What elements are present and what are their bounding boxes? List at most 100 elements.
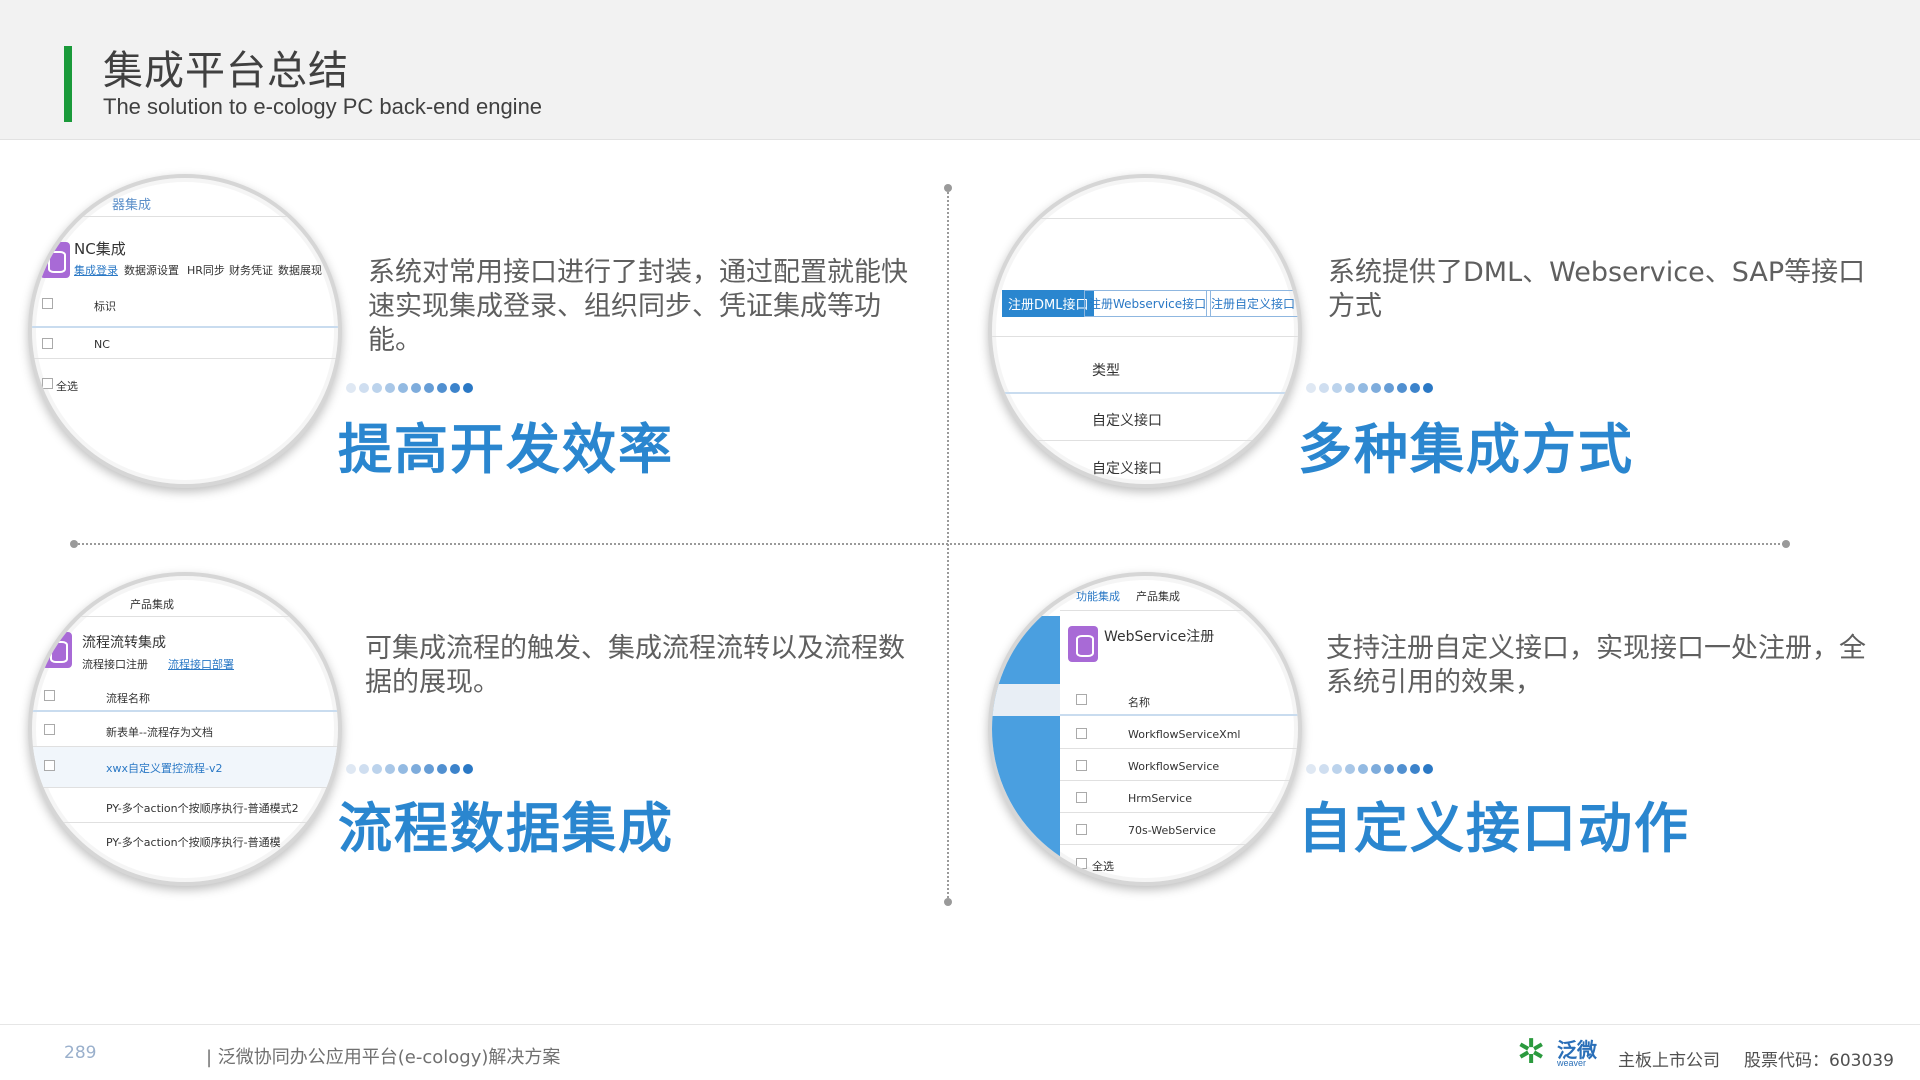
panel-title: WebService注册 bbox=[1104, 629, 1215, 645]
decorative-dot bbox=[346, 764, 356, 774]
header-accent-bar bbox=[64, 46, 72, 122]
table-row: PY-多个action个按顺序执行-普通模 bbox=[106, 836, 281, 849]
decorative-dot bbox=[1319, 383, 1329, 393]
row-checkbox[interactable] bbox=[42, 338, 53, 349]
slide-subtitle: The solution to e-cology PC back-end eng… bbox=[103, 94, 543, 119]
column-header: 类型 bbox=[1092, 363, 1120, 379]
logo-subtext: weaver bbox=[1557, 1058, 1587, 1068]
tab-deploy[interactable]: 流程接口部署 bbox=[168, 658, 234, 671]
feature-heading: 自定义接口动作 bbox=[1298, 797, 1690, 860]
screenshot-magnifier-workflow: 产品集成 流程流转集成 流程接口注册 流程接口部署 流程名称 新表单--流程存为… bbox=[28, 572, 342, 886]
decorative-dot bbox=[437, 764, 447, 774]
breadcrumb-function[interactable]: 功能集成 bbox=[1076, 590, 1120, 603]
row-checkbox[interactable] bbox=[44, 690, 55, 701]
decorative-dots bbox=[1306, 763, 1433, 775]
page-number: 289 bbox=[64, 1043, 97, 1063]
divider-end-dot bbox=[1782, 540, 1790, 548]
breadcrumb: 器集成 bbox=[112, 198, 152, 213]
register-dml-button[interactable]: 注册DML接口 bbox=[1002, 290, 1095, 317]
slide-header: 集成平台总结 The solution to e-cology PC back-… bbox=[0, 0, 1920, 140]
decorative-dot bbox=[424, 383, 434, 393]
company-label: 主板上市公司 bbox=[1618, 1051, 1720, 1071]
decorative-dot bbox=[450, 383, 460, 393]
screenshot-magnifier-webservice: 功能集成 产品集成 WebService注册 名称 WorkflowServic… bbox=[988, 572, 1302, 886]
table-row: 新表单--流程存为文档 bbox=[106, 726, 213, 739]
decorative-dot bbox=[1384, 383, 1394, 393]
decorative-dot bbox=[1332, 764, 1342, 774]
tab-hr-sync[interactable]: HR同步 bbox=[187, 264, 225, 277]
table-row: PY-多个action个按顺序执行-普通模式2 bbox=[106, 802, 299, 815]
select-all-checkbox[interactable] bbox=[42, 378, 53, 389]
decorative-dot bbox=[359, 764, 369, 774]
table-row: HrmService bbox=[1128, 792, 1192, 805]
decorative-dot bbox=[385, 764, 395, 774]
table-row: xwx自定义置控流程-v2 bbox=[106, 762, 223, 775]
logo-text: 泛微 bbox=[1557, 1038, 1597, 1062]
decorative-dot bbox=[1423, 764, 1433, 774]
row-checkbox[interactable] bbox=[1076, 728, 1087, 739]
row-checkbox[interactable] bbox=[44, 760, 55, 771]
register-webservice-button[interactable]: 注册Webservice接口 bbox=[1084, 290, 1212, 317]
decorative-dot bbox=[372, 764, 382, 774]
decorative-dot bbox=[398, 383, 408, 393]
decorative-dot bbox=[1423, 383, 1433, 393]
decorative-dot bbox=[1306, 383, 1316, 393]
decorative-dot bbox=[1410, 383, 1420, 393]
decorative-dot bbox=[1319, 764, 1329, 774]
decorative-dot bbox=[1345, 383, 1355, 393]
tab-data-display[interactable]: 数据展现 bbox=[278, 264, 322, 277]
database-icon bbox=[1068, 626, 1098, 662]
weaver-logo: ✲ 泛微 weaver bbox=[1517, 1032, 1599, 1072]
description: 系统对常用接口进行了封装，通过配置就能快速实现集成登录、组织同步、凭证集成等功能… bbox=[368, 257, 908, 356]
stock-code: 股票代码：603039 bbox=[1744, 1051, 1894, 1071]
select-all-label: 全选 bbox=[56, 380, 78, 393]
decorative-dot bbox=[359, 383, 369, 393]
decorative-dot bbox=[437, 383, 447, 393]
tab-register[interactable]: 流程接口注册 bbox=[82, 658, 148, 671]
column-header: 名称 bbox=[1128, 696, 1150, 709]
decorative-dot bbox=[1371, 764, 1381, 774]
logo-flower-icon: ✲ bbox=[1517, 1032, 1546, 1072]
table-row: 自定义接口 bbox=[1092, 461, 1162, 477]
tab-datasource[interactable]: 数据源设置 bbox=[124, 264, 179, 277]
row-checkbox[interactable] bbox=[44, 724, 55, 735]
select-all-checkbox[interactable] bbox=[1076, 858, 1087, 869]
decorative-dot bbox=[411, 764, 421, 774]
row-checkbox[interactable] bbox=[42, 298, 53, 309]
table-row: 70s-WebService bbox=[1128, 824, 1216, 837]
decorative-dot bbox=[1371, 383, 1381, 393]
tab-sso[interactable]: 集成登录 bbox=[74, 264, 118, 277]
divider-end-dot bbox=[944, 898, 952, 906]
database-icon bbox=[42, 632, 72, 668]
document-title: | 泛微协同办公应用平台(e-cology)解决方案 bbox=[206, 1047, 561, 1068]
description: 可集成流程的触发、集成流程流转以及流程数据的展现。 bbox=[365, 633, 905, 698]
decorative-dot bbox=[463, 764, 473, 774]
row-checkbox[interactable] bbox=[1076, 824, 1087, 835]
decorative-dot bbox=[1410, 764, 1420, 774]
decorative-dot bbox=[1358, 764, 1368, 774]
feature-heading: 流程数据集成 bbox=[338, 797, 674, 860]
screenshot-magnifier-interfaces: 注册DML接口 注册Webservice接口 注册自定义接口 类型 自定义接口 … bbox=[988, 174, 1302, 488]
description: 系统提供了DML、Webservice、SAP等接口方式 bbox=[1328, 257, 1866, 322]
decorative-dot bbox=[1397, 383, 1407, 393]
breadcrumb: 产品集成 bbox=[130, 598, 174, 611]
row-checkbox[interactable] bbox=[1076, 760, 1087, 771]
breadcrumb-product[interactable]: 产品集成 bbox=[1136, 590, 1180, 603]
decorative-dots bbox=[346, 763, 473, 775]
register-custom-button[interactable]: 注册自定义接口 bbox=[1206, 290, 1298, 317]
feature-heading: 提高开发效率 bbox=[338, 418, 674, 481]
decorative-dot bbox=[450, 764, 460, 774]
tab-finance[interactable]: 财务凭证 bbox=[229, 264, 273, 277]
decorative-dots bbox=[346, 382, 473, 394]
table-row: NC bbox=[94, 338, 110, 351]
decorative-dot bbox=[1332, 383, 1342, 393]
panel-title: 流程流转集成 bbox=[82, 635, 166, 651]
select-all-label: 全选 bbox=[1092, 860, 1114, 873]
decorative-dot bbox=[1397, 764, 1407, 774]
slide-title: 集成平台总结 bbox=[103, 48, 349, 94]
row-checkbox[interactable] bbox=[1076, 694, 1087, 705]
feature-heading: 多种集成方式 bbox=[1298, 418, 1634, 481]
decorative-dot bbox=[372, 383, 382, 393]
row-checkbox[interactable] bbox=[1076, 792, 1087, 803]
horizontal-divider bbox=[74, 543, 1788, 545]
